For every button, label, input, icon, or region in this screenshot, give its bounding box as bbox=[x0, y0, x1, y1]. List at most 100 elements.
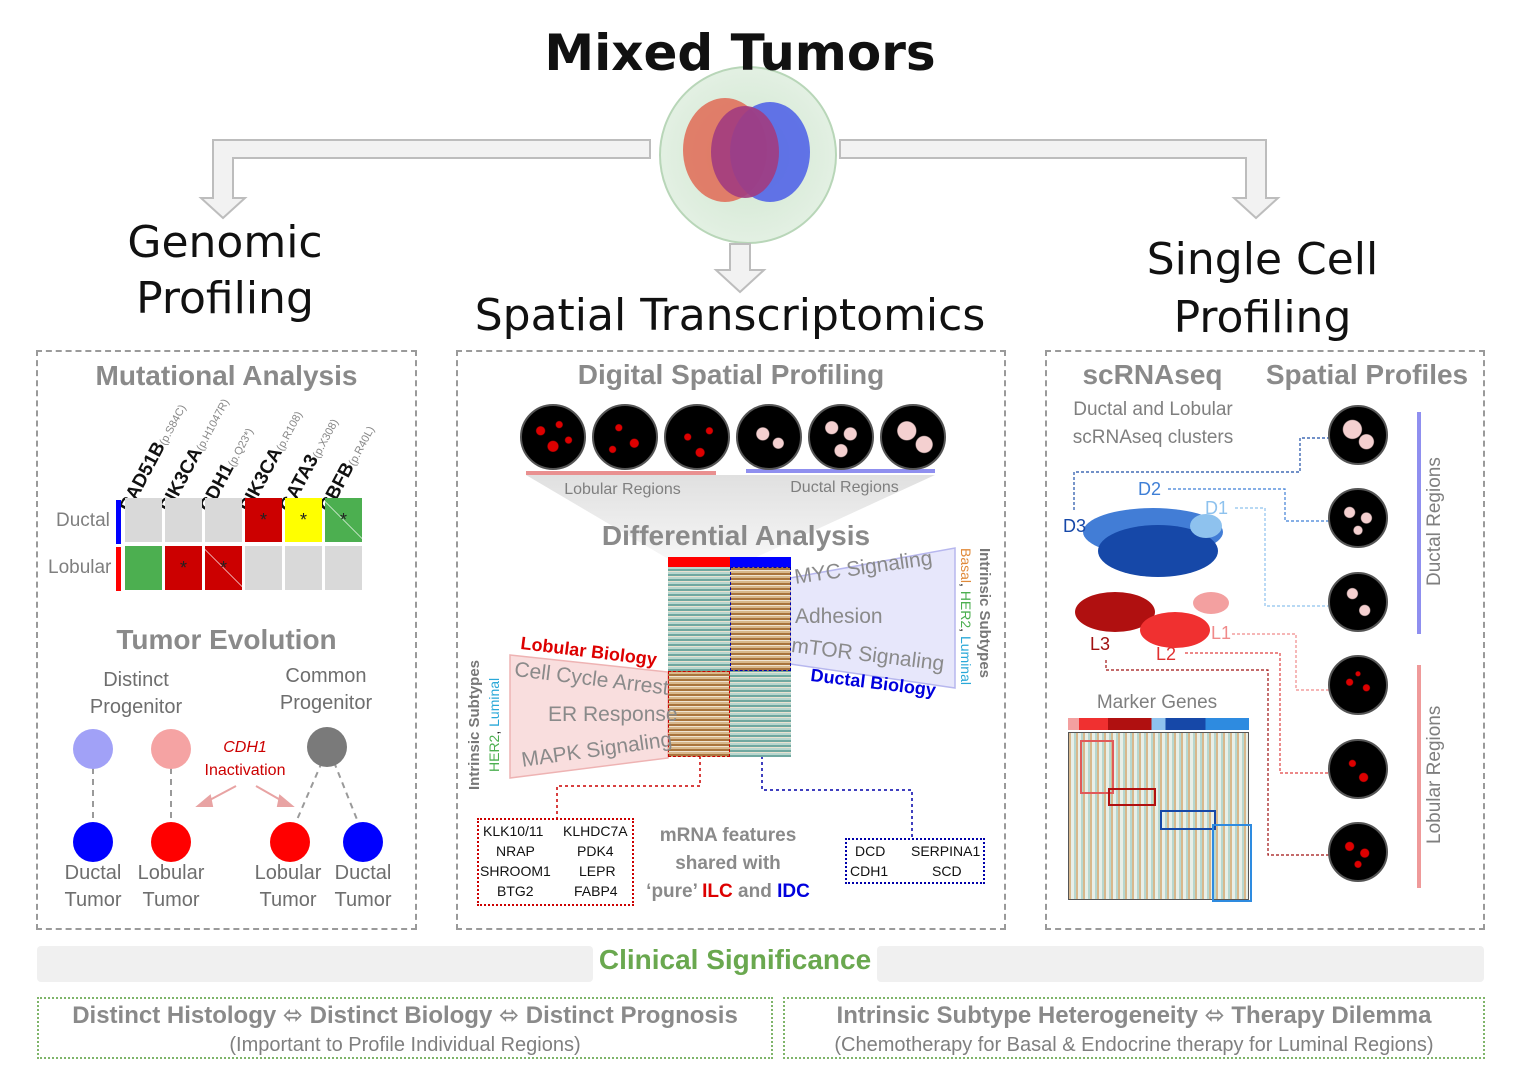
ductal-spatial-profile-2 bbox=[1328, 488, 1388, 548]
ductal-roi-2 bbox=[808, 404, 874, 470]
inactivation-label: Inactivation bbox=[204, 762, 286, 779]
distinct-lobular-progenitor bbox=[151, 729, 191, 769]
heatmap-block-top-right bbox=[730, 567, 791, 671]
intrinsic-subtypes-right-label: Intrinsic Subtypes bbox=[976, 548, 993, 679]
marker-genes-cluster-bar bbox=[1068, 718, 1249, 730]
clinical-box-right: Intrinsic Subtype Heterogeneity ⬄ Therap… bbox=[783, 997, 1485, 1059]
mut-cell-ductal-6: * bbox=[325, 498, 362, 542]
marker-genes-label: Marker Genes bbox=[1096, 692, 1218, 713]
mut-cell-lobular-2: * bbox=[165, 546, 202, 590]
mrna-line-1: mRNA features bbox=[659, 825, 797, 846]
subtype-luminal-left: Luminal bbox=[486, 677, 502, 727]
marker-box-l-b bbox=[1108, 788, 1156, 806]
cluster-label-l1: L1 bbox=[1211, 623, 1232, 643]
dsp-ductal-regions-label: Ductal Regions bbox=[790, 479, 899, 496]
arrow-to-genomic bbox=[198, 139, 651, 220]
mut-cell-lobular-1 bbox=[125, 546, 162, 590]
mrna-pure: ‘pure’ bbox=[646, 881, 697, 902]
spatial-transcriptomics-title: Spatial Transcriptomics bbox=[474, 290, 986, 341]
cdh1-label: CDH1 bbox=[223, 739, 267, 756]
ductal-spatial-profile-1 bbox=[1328, 405, 1388, 465]
mut-cell-lobular-5 bbox=[285, 546, 322, 590]
distinct-progenitor-label: Distinct Progenitor bbox=[89, 669, 183, 718]
row-label-lobular: Lobular bbox=[48, 557, 112, 578]
gene-klk10-11: KLK10/11 bbox=[483, 823, 544, 839]
clinical-left-sub: (Important to Profile Individual Regions… bbox=[229, 1034, 581, 1056]
lobular-row-bar bbox=[116, 547, 121, 591]
ductal-tumor-node-1 bbox=[73, 822, 113, 862]
common-progenitor-label: Common Progenitor bbox=[279, 665, 373, 714]
ductal-row-bar bbox=[116, 500, 121, 544]
clinical-bar-right bbox=[877, 946, 1484, 982]
mixed-tumor-illustration bbox=[659, 66, 837, 244]
marker-box-l-a bbox=[1080, 740, 1114, 794]
subtype-her2-right: HER2 bbox=[958, 590, 974, 629]
singlecell-panel bbox=[1045, 350, 1485, 930]
pathway-er-response: ER Response bbox=[548, 703, 678, 726]
cluster-l2-blob bbox=[1140, 612, 1210, 648]
clinical-right-sub: (Chemotherapy for Basal & Endocrine ther… bbox=[834, 1034, 1434, 1056]
lobular-roi-1 bbox=[520, 404, 586, 470]
gene-scd: SCD bbox=[932, 863, 962, 879]
ductal-roi-3 bbox=[880, 404, 946, 470]
intrinsic-subtypes-left-values: HER2, Luminal bbox=[486, 677, 502, 772]
marker-box-d-a bbox=[1160, 810, 1216, 830]
cluster-label-d1: D1 bbox=[1205, 498, 1229, 518]
single-cell-profiling-title: Single Cell Profiling bbox=[1146, 234, 1379, 343]
clinical-bar-left bbox=[37, 946, 593, 982]
mut-cell-lobular-4 bbox=[245, 546, 282, 590]
clinical-left-main: Distinct Histology ⬄ Distinct Biology ⬄ … bbox=[72, 1002, 738, 1029]
ductal-tumor-label-2: Ductal Tumor bbox=[334, 862, 392, 911]
clinical-box-left: Distinct Histology ⬄ Distinct Biology ⬄ … bbox=[37, 997, 773, 1059]
row-label-ductal: Ductal bbox=[56, 510, 110, 531]
lobular-spatial-profile-3 bbox=[1328, 822, 1388, 882]
mut-cell-lobular-3: * bbox=[205, 546, 242, 590]
lobular-roi-2 bbox=[592, 404, 658, 470]
gene-dcd: DCD bbox=[855, 843, 886, 859]
lobular-spatial-profile-1 bbox=[1328, 655, 1388, 715]
cluster-l1-blob bbox=[1193, 592, 1229, 614]
ductal-tumor-label-1: Ductal Tumor bbox=[64, 862, 122, 911]
intrinsic-subtypes-right-values: Basal, HER2, Luminal bbox=[958, 548, 974, 685]
gene-serpina1: SERPINA1 bbox=[911, 843, 981, 859]
lobular-tumor-label-1: Lobular Tumor bbox=[137, 862, 205, 911]
clinical-right-main: Intrinsic Subtype Heterogeneity ⬄ Therap… bbox=[836, 1002, 1432, 1029]
tumor-evolution-title: Tumor Evolution bbox=[116, 624, 337, 655]
subtype-luminal-right: Luminal bbox=[958, 635, 974, 685]
cluster-connectors bbox=[1073, 437, 1330, 856]
mut-cell-lobular-6 bbox=[325, 546, 362, 590]
intrinsic-subtypes-left-label: Intrinsic Subtypes bbox=[466, 659, 483, 790]
heatmap-ductal-header bbox=[730, 557, 791, 567]
marker-box-d-b bbox=[1212, 824, 1252, 902]
mut-cell-ductal-4: * bbox=[245, 498, 282, 542]
evolution-lines bbox=[92, 761, 359, 823]
mrna-and: and bbox=[738, 881, 772, 902]
gene-pdk4: PDK4 bbox=[577, 843, 614, 859]
lobular-tumor-label-2: Lobular Tumor bbox=[254, 862, 322, 911]
idc-gene-box bbox=[845, 838, 985, 884]
ilc-gene-box bbox=[477, 818, 634, 906]
ductal-tumor-node-2 bbox=[343, 822, 383, 862]
cluster-label-l3: L3 bbox=[1090, 634, 1111, 654]
mrna-line-2: shared with bbox=[675, 853, 781, 874]
spatial-panel bbox=[456, 350, 1006, 930]
lobular-roi-3 bbox=[664, 404, 730, 470]
arrow-to-spatial bbox=[713, 243, 767, 294]
pathway-adhesion: Adhesion bbox=[795, 605, 883, 628]
cdh1-arrows bbox=[195, 785, 295, 807]
cluster-label-d3: D3 bbox=[1063, 516, 1087, 536]
cluster-label-d2: D2 bbox=[1138, 479, 1162, 499]
genomic-panel bbox=[36, 350, 417, 930]
lobular-tumor-node-1 bbox=[151, 822, 191, 862]
lobular-spatial-profile-2 bbox=[1328, 739, 1388, 799]
heatmap-block-bottom-left bbox=[668, 671, 730, 757]
spatial-profiles-title: Spatial Profiles bbox=[1265, 359, 1469, 390]
gene-klhdc7a: KLHDC7A bbox=[563, 823, 628, 839]
common-progenitor bbox=[307, 727, 347, 767]
lobular-regions-vertical-label: Lobular Regions bbox=[1424, 705, 1445, 845]
mutational-analysis-title: Mutational Analysis bbox=[95, 360, 358, 391]
gene-lepr: LEPR bbox=[579, 863, 616, 879]
mut-cell-ductal-1 bbox=[125, 498, 162, 542]
dsp-title: Digital Spatial Profiling bbox=[577, 359, 885, 390]
